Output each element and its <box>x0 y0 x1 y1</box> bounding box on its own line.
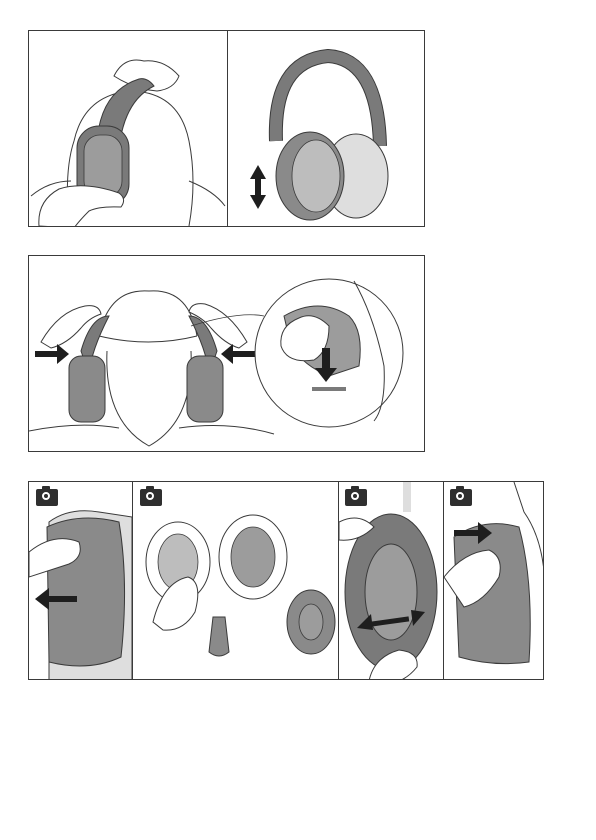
figure-2-panel <box>28 255 425 452</box>
figure-3b-illustration <box>133 482 338 680</box>
double-arrow-icon <box>250 165 266 209</box>
ear-cup-left <box>69 356 105 422</box>
figure-1-panel <box>28 30 425 227</box>
figure-3-panel <box>28 481 544 680</box>
figure-3d-illustration <box>444 482 544 680</box>
figure-3a-illustration <box>29 482 132 680</box>
figure-1b-illustration <box>228 31 425 227</box>
figure-1a-illustration <box>29 31 227 227</box>
ear-cup-right <box>187 356 223 422</box>
figure-2-illustration <box>29 256 425 452</box>
figure-3c-illustration <box>339 482 443 680</box>
